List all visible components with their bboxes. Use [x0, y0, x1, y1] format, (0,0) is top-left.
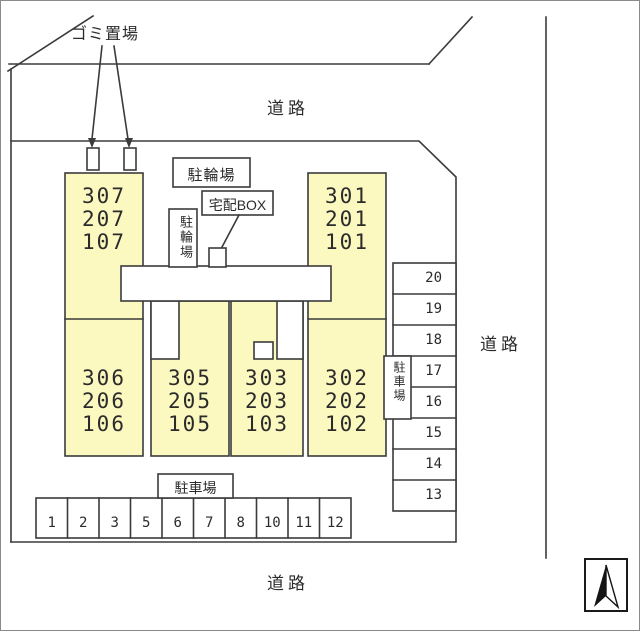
parking-space-number: 8 — [236, 515, 245, 531]
parking-label-right: 駐車場 — [392, 361, 406, 403]
parking-space-number: 3 — [110, 515, 119, 531]
unit-block-ne: 301 201 101 — [308, 185, 386, 254]
unit-number: 105 — [168, 412, 212, 436]
plot-boundary — [10, 140, 457, 543]
corridor — [120, 265, 332, 302]
entrance-notch-east — [276, 300, 304, 360]
entrance-notch-center — [253, 341, 274, 360]
garbage-arrowhead-1 — [88, 138, 96, 148]
unit-number: 202 — [325, 389, 369, 413]
unit-number: 206 — [82, 389, 126, 413]
parking-space-number: 14 — [425, 456, 442, 472]
unit-block-s1: 305 205 105 — [151, 367, 229, 436]
unit-block-sw: 306 206 106 — [65, 367, 143, 436]
delivery-box-unit — [208, 247, 227, 268]
parking-space-number: 13 — [425, 487, 442, 503]
unit-block-se: 302 202 102 — [308, 367, 386, 436]
parking-space-number: 6 — [173, 515, 182, 531]
unit-number: 203 — [245, 389, 289, 413]
compass-needle-light — [605, 564, 620, 610]
unit-number: 101 — [325, 230, 369, 254]
garbage-bin-1 — [86, 147, 100, 171]
delivery-box-label-frame — [201, 190, 274, 216]
road-label-bottom: 道路 — [267, 574, 309, 593]
bicycle-parking-side-box — [168, 208, 198, 268]
parking-space-number: 1 — [47, 515, 56, 531]
unit-number: 106 — [82, 412, 126, 436]
delivery-box-label: 宅配BOX — [208, 197, 267, 213]
parking-label-bottom: 駐車場 — [174, 480, 217, 496]
parking-space-number: 12 — [326, 515, 344, 531]
unit-number: 307 — [82, 184, 126, 208]
unit-number: 201 — [325, 207, 369, 231]
parking-space-number: 11 — [295, 515, 313, 531]
garbage-arrow-line-1 — [91, 45, 103, 140]
unit-number: 107 — [82, 230, 126, 254]
parking-label-box-bottom — [157, 473, 234, 499]
bicycle-parking-box — [172, 157, 251, 188]
unit-number: 102 — [325, 412, 369, 436]
road-label-right: 道路 — [480, 335, 522, 354]
unit-number: 207 — [82, 207, 126, 231]
delivery-box-leader-line — [220, 213, 241, 249]
parking-space-number: 20 — [425, 270, 442, 286]
road-label-top: 道路 — [267, 99, 309, 118]
bicycle-parking-side-label: 駐輪場 — [178, 215, 193, 260]
garbage-bin-2 — [123, 147, 137, 171]
unit-number: 301 — [325, 184, 369, 208]
unit-number: 103 — [245, 412, 289, 436]
parking-space-number: 5 — [142, 515, 151, 531]
parking-label-box-right — [383, 355, 412, 420]
entrance-notch-west — [150, 300, 180, 360]
parking-space-number: 15 — [425, 425, 442, 441]
bicycle-parking-label: 駐輪場 — [187, 167, 236, 184]
building-tower-east — [307, 172, 387, 457]
parking-space-number: 18 — [425, 332, 442, 348]
unit-number: 306 — [82, 366, 126, 390]
unit-number: 303 — [245, 366, 289, 390]
unit-number: 205 — [168, 389, 212, 413]
parking-space-number: 19 — [425, 301, 442, 317]
unit-number: 302 — [325, 366, 369, 390]
parking-space-number: 16 — [425, 394, 442, 410]
compass-needle-dark — [594, 565, 606, 607]
parking-space-number: 17 — [425, 363, 442, 379]
unit-block-s2: 303 203 103 — [231, 367, 303, 436]
parking-space-number: 10 — [263, 515, 281, 531]
garbage-arrow-line-2 — [113, 45, 129, 140]
unit-number: 305 — [168, 366, 212, 390]
building-tower-west — [64, 172, 144, 457]
parking-space-number: 7 — [205, 515, 214, 531]
road-edge-topleft-diagonal — [6, 14, 95, 73]
garbage-arrowhead-2 — [125, 138, 133, 148]
unit-block-nw: 307 207 107 — [65, 185, 143, 254]
road-edge-topright-diagonal — [427, 15, 474, 66]
parking-space-number: 2 — [79, 515, 88, 531]
garbage-area-label: ゴミ置場 — [71, 26, 140, 43]
